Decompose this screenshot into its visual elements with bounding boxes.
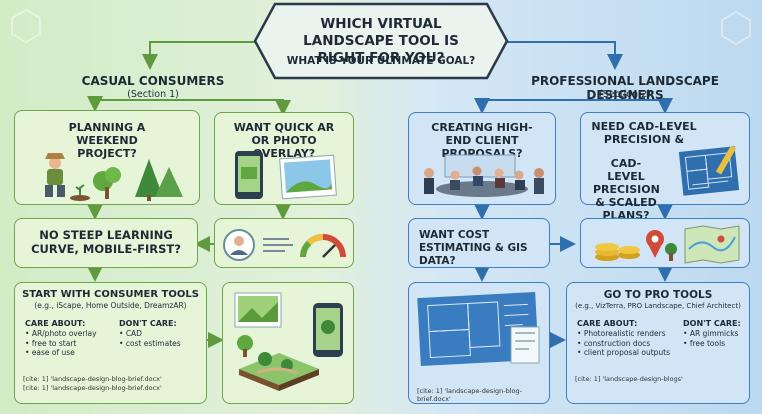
question-cost-gis: WANT COST ESTIMATING & GIS DATA? — [408, 218, 550, 268]
question-weekend-project: PLANNING A WEEKEND PROJECT? — [14, 110, 200, 205]
right-section-title: PROFESSIONAL LANDSCAPE DESIGNERS — [531, 74, 719, 102]
dont-care-list: CAD cost estimates — [119, 329, 181, 348]
blueprint-plans-illustration — [678, 145, 740, 196]
care-about-label: CARE ABOUT: — [25, 319, 86, 328]
result-title: GO TO PRO TOOLS — [603, 289, 713, 301]
consumer-tools-illustration-box — [222, 282, 354, 404]
ease-of-use-illustration-box — [214, 218, 354, 268]
left-section-title: CASUAL CONSUMERS — [81, 74, 225, 88]
cost-gis-illustration-box — [580, 218, 750, 268]
question-cad-precision: NEED CAD-LEVEL PRECISION & CAD-LEVEL PRE… — [580, 112, 750, 222]
care-about-list: AR/photo overlay free to start ease of u… — [25, 329, 97, 358]
page-subtitle: WHAT IS YOUR ULTIMATE GOAL? — [286, 55, 476, 67]
landscape-3d-illustration — [234, 292, 343, 391]
citation: [cite: 1] 'landscape-design-blogs' — [575, 375, 683, 383]
care-about-list: Photorealistic renders construction docs… — [577, 329, 670, 358]
page-title: WHICH VIRTUAL LANDSCAPE TOOL IS RIGHT FO… — [303, 16, 459, 66]
citation: [cite: 1] 'landscape-design-blog-brief.d… — [23, 384, 162, 392]
phone-and-photo-illustration — [235, 151, 337, 200]
result-examples: (e.g., VizTerra, PRO Landscape, Chief Ar… — [575, 302, 741, 310]
result-pro-tools: GO TO PRO TOOLS (e.g., VizTerra, PRO Lan… — [566, 282, 750, 404]
blueprint-plans-illustration — [417, 291, 540, 367]
result-consumer-tools: START WITH CONSUMER TOOLS (e.g., iScape,… — [14, 282, 207, 404]
left-section-number: (Section 1) — [127, 89, 179, 100]
blueprint-illustration-box: [cite: 1] 'landscape-design-blog-brief.d… — [408, 282, 550, 404]
dont-care-label: DON'T CARE: — [683, 319, 741, 328]
result-examples: (e.g., iScape, Home Outside, DreamzAR) — [34, 301, 187, 310]
meeting-table-illustration — [424, 154, 544, 197]
question-learning-curve: NO STEEP LEARNING CURVE, MOBILE-FIRST? — [14, 218, 198, 268]
citation: [cite: 1] 'landscape-design-blog-brief.d… — [417, 387, 522, 403]
dont-care-label: DON'T CARE: — [119, 319, 177, 328]
result-title: START WITH CONSUMER TOOLS — [22, 289, 199, 300]
dont-care-list: AR gimmicks free tools — [683, 329, 739, 348]
care-about-label: CARE ABOUT: — [577, 319, 638, 328]
coins-map-illustration — [595, 225, 740, 264]
right-section-number: (Section 2) — [599, 89, 651, 100]
gardener-planting-illustration — [45, 153, 183, 201]
user-speed-gauge-illustration — [223, 229, 346, 261]
citation: [cite: 1] 'landscape-design-blog-brief.d… — [23, 375, 162, 383]
header-hexagon — [253, 2, 509, 80]
question-client-proposals: CREATING HIGH-END CLIENT PROPOSALS? — [408, 112, 556, 205]
question-ar-photo-overlay: WANT QUICK AR OR PHOTO OVERLAY? — [214, 112, 354, 205]
